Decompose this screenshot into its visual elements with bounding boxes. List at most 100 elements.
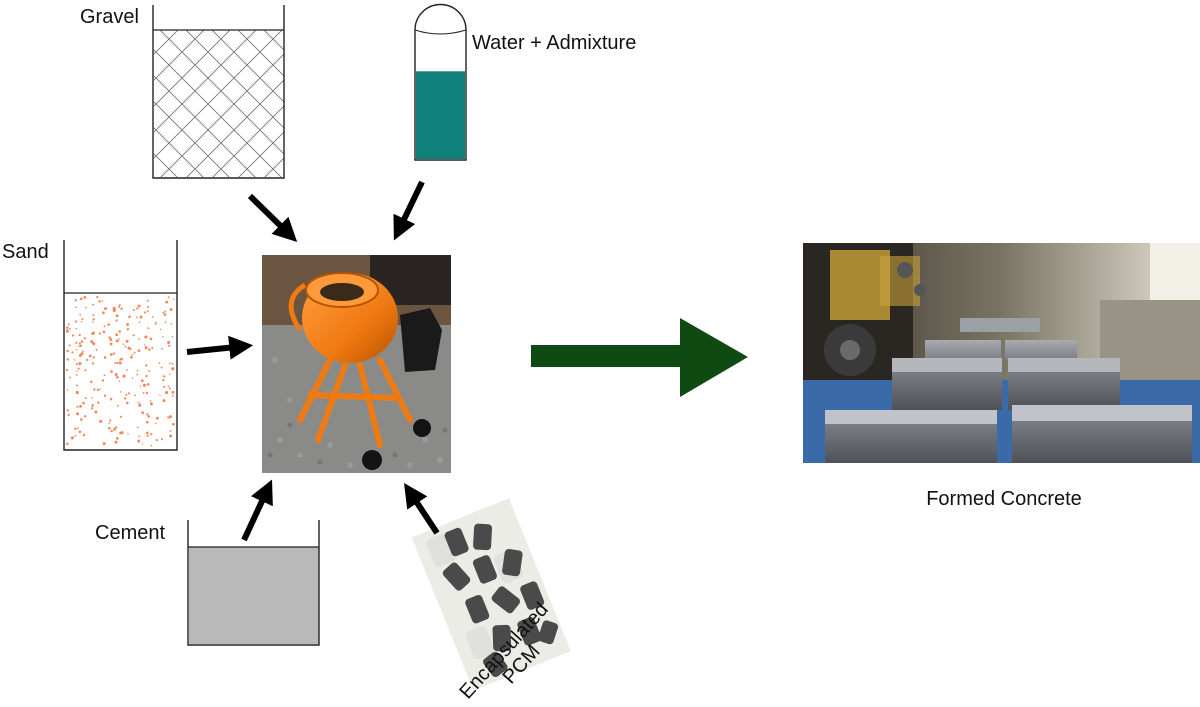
sand-grain (75, 327, 78, 330)
sand-grain (76, 370, 78, 372)
sand-grain (91, 362, 95, 365)
sand-grain (168, 387, 171, 390)
sand-grain (155, 422, 157, 425)
sand-grain (82, 401, 85, 405)
sand-grain (136, 426, 139, 429)
sand-grain (120, 357, 124, 361)
sand-grain (145, 420, 149, 424)
sand-grain (79, 297, 83, 301)
sand-grain (127, 346, 131, 350)
sand-grain (102, 442, 106, 446)
sand-grain (92, 342, 96, 346)
sand-grain (141, 411, 145, 415)
sand-grain (169, 434, 173, 438)
sand-grain (136, 307, 139, 310)
sand-grain (76, 384, 79, 387)
sand-grain (131, 353, 134, 356)
sand-grain (159, 394, 161, 396)
sand-grain (151, 316, 154, 318)
sand-grain (155, 439, 158, 442)
sand-grain (75, 390, 79, 395)
sand-grain (136, 369, 139, 372)
sand-grain (149, 400, 152, 402)
sand-grain (146, 431, 149, 435)
sand-grain (103, 325, 106, 328)
sand-grain (161, 347, 163, 350)
sand-grain (115, 339, 119, 343)
sand-grain (109, 419, 112, 422)
sand-grain (163, 313, 167, 316)
sand-grain (76, 427, 79, 429)
sand-grain (74, 434, 77, 437)
sand-grain (167, 341, 171, 344)
sand-grain (124, 397, 127, 400)
sand-grain (107, 323, 110, 326)
sand-grain (78, 333, 81, 337)
sand-grain (99, 388, 101, 391)
sand-grain (133, 351, 136, 354)
sand-grain (80, 340, 84, 343)
sand-grain (75, 349, 78, 351)
sand-grain (76, 405, 79, 408)
sand-grain (168, 344, 171, 347)
sand-grain (162, 335, 164, 338)
sand-grain (167, 385, 170, 388)
pcm-capsules-icon (411, 498, 571, 691)
sand-grain (131, 377, 134, 379)
sand-grain (120, 307, 123, 311)
sand-grain (96, 295, 99, 299)
sand-grain (103, 356, 107, 359)
sand-grain (138, 403, 142, 407)
sand-grain (139, 315, 143, 319)
sand-grain (168, 415, 172, 419)
sand-grain (136, 316, 138, 319)
sand-grain (136, 373, 139, 376)
sand-grain (65, 368, 69, 372)
sand-grain (172, 422, 175, 426)
sand-grain (162, 399, 166, 403)
sand-grain (112, 352, 116, 355)
sand-grain (102, 330, 106, 334)
sand-grain (109, 397, 113, 401)
sand-grain (117, 306, 120, 308)
sand-grain (139, 385, 142, 387)
sand-grain (69, 376, 72, 379)
sand-grain (113, 428, 116, 431)
sand-grain (138, 321, 141, 324)
sand-grain (162, 311, 165, 314)
sand-grain (142, 383, 147, 387)
sand-grain (92, 314, 95, 317)
sand-grain (81, 350, 84, 352)
sand-grain (146, 310, 149, 313)
sand-grain (126, 369, 128, 371)
sand-grain (68, 344, 71, 347)
sand-grain (160, 438, 163, 441)
sand-grain (146, 434, 149, 437)
sand-grain (134, 394, 137, 397)
sand-grain (81, 318, 84, 321)
sand-grain (68, 327, 71, 330)
sand-grain (167, 296, 170, 299)
sand-grain (66, 409, 70, 412)
sand-grain (74, 320, 78, 323)
sand-grain (168, 362, 171, 365)
sand-grain (75, 341, 78, 344)
sand-grain (119, 391, 122, 393)
sand-grain (103, 394, 107, 397)
sand-grain (67, 323, 70, 326)
sand-grain (110, 370, 113, 373)
sand-grain (84, 369, 87, 372)
sand-grain (146, 413, 149, 416)
sand-grain (168, 373, 171, 375)
sand-grain (91, 404, 94, 407)
sand-grain (115, 333, 119, 337)
sand-grain (80, 352, 84, 356)
sand-grain (76, 412, 80, 416)
sand-grain (122, 343, 125, 345)
sand-grain (149, 337, 153, 341)
cement-label: Cement (95, 522, 165, 544)
sand-grain (125, 393, 128, 396)
sand-grain (147, 415, 151, 418)
sand-label: Sand (2, 241, 49, 263)
